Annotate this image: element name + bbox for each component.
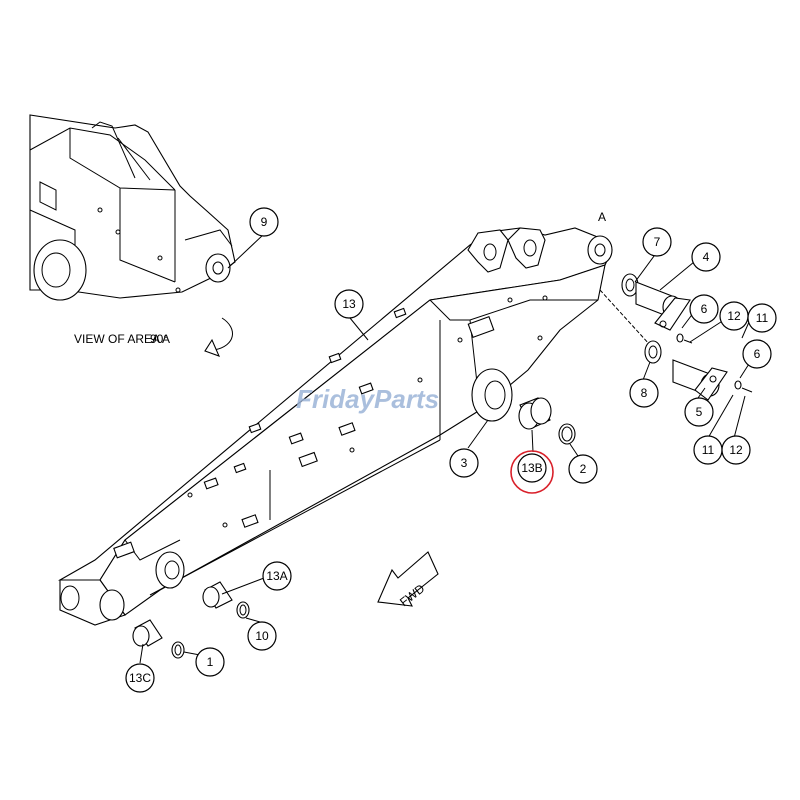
highlight-ring [510,450,554,494]
callout-9: 9 [249,207,279,237]
svg-text:8: 8 [641,386,648,400]
rotate-arrow-icon [204,317,233,357]
callout-10: 10 [247,621,277,651]
callout-5: 5 [684,397,714,427]
detail-view-area-a [29,114,236,301]
svg-text:13A: 13A [266,569,287,583]
svg-text:9: 9 [261,215,268,229]
leader-lines [139,233,755,664]
seal-10 [236,601,250,619]
svg-text:12: 12 [727,309,741,323]
callout-7: 7 [642,227,672,257]
seal-1 [171,641,185,659]
svg-text:7: 7 [654,235,661,249]
callout-1: 1 [195,647,225,677]
callout-12-lower: 12 [721,435,751,465]
boom-body [57,227,613,626]
callout-13b: 13B [510,450,554,494]
svg-text:11: 11 [756,311,769,325]
svg-text:3: 3 [461,456,468,470]
svg-text:5: 5 [696,405,703,419]
callout-8: 8 [629,378,659,408]
callout-12-upper: 12 [719,301,749,331]
bushing-13b [518,397,552,430]
seal-2 [558,423,576,445]
svg-text:2: 2 [580,462,587,476]
callout-13: 13 [334,289,364,319]
forward-arrow-icon: FWD [377,551,439,609]
callout-2: 2 [568,454,598,484]
svg-text:13: 13 [342,297,356,311]
callout-3: 3 [449,448,479,478]
bushing-13c [132,619,163,647]
svg-text:13B: 13B [521,461,542,475]
watermark-logo: FridayParts [296,384,439,414]
svg-text:6: 6 [701,302,708,316]
callout-11-upper: 11 [747,303,777,333]
view-label: VIEW OF AREA A [74,332,170,346]
svg-text:13C: 13C [129,671,151,685]
callout-4: 4 [691,242,721,272]
pin-assembly [599,273,753,401]
svg-text:6: 6 [754,347,761,361]
svg-text:4: 4 [703,250,710,264]
area-label: A [598,210,606,224]
svg-text:10: 10 [255,629,269,643]
svg-text:1: 1 [207,655,214,669]
rotation-label: 90° [150,332,168,346]
svg-text:11: 11 [702,443,715,457]
callout-11-lower: 11 [693,435,723,465]
callout-6-upper: 6 [689,294,719,324]
bushing-13a [202,581,233,609]
svg-text:12: 12 [729,443,743,457]
callout-13a: 13A [262,561,292,591]
callout-13c: 13C [125,663,155,693]
callout-6-lower: 6 [742,339,772,369]
